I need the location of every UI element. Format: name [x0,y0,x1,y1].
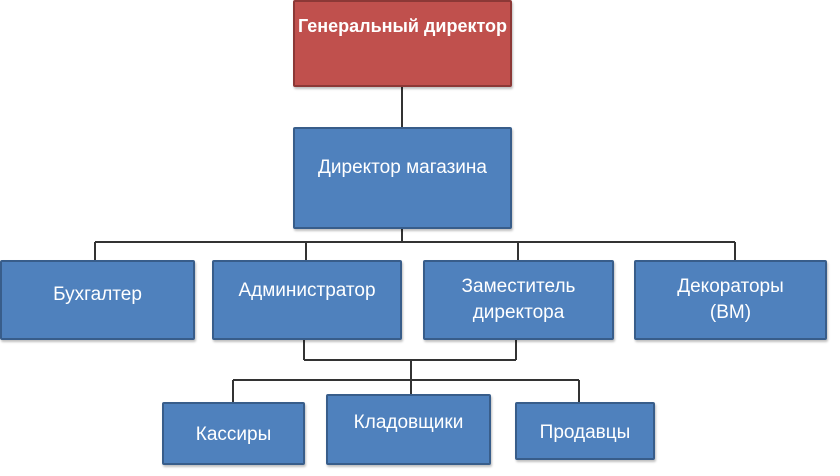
node-store-director: Директор магазина [293,127,512,229]
node-ceo: Генеральный директор [293,0,512,87]
node-cashiers: Кассиры [162,402,305,465]
node-sellers: Продавцы [515,402,655,460]
node-administrator: Администратор [212,260,402,340]
node-decorators: Декораторы (ВМ) [634,260,827,340]
node-accountant: Бухгалтер [0,260,195,340]
node-storekeepers: Кладовщики [326,394,491,465]
node-deputy-director: Заместитель директора [423,260,614,340]
